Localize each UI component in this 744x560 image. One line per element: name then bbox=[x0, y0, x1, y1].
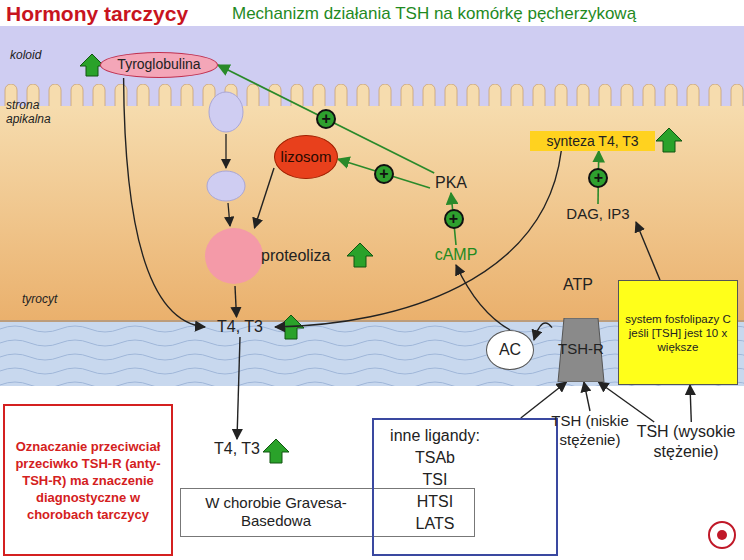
ligand-box: inne ligandy:TSAbTSIHTSILATS bbox=[372, 418, 558, 556]
activation-arrow bbox=[338, 159, 430, 188]
node-label: Tyroglobulina bbox=[101, 53, 217, 76]
node-label: DAG, IP3 bbox=[560, 204, 636, 224]
flow-arrow bbox=[237, 337, 240, 439]
node-label: TSH (wysokie stężenie) bbox=[633, 422, 739, 462]
vesicle-arrow bbox=[228, 203, 230, 226]
flow-arrow bbox=[636, 222, 660, 280]
node-item: TSI bbox=[374, 469, 496, 491]
flow-arrow bbox=[456, 265, 510, 330]
text-wrap: Oznaczanie przeciwciał przeciwko TSH-R (… bbox=[11, 438, 165, 523]
vesicle bbox=[207, 171, 245, 201]
text-wrap: system fosfolipazy C jeśli [TSH] jest 10… bbox=[622, 312, 734, 354]
text-node: TSH (wysokie stężenie) bbox=[633, 422, 739, 462]
node-label: W chorobie Gravesa-Basedowa bbox=[181, 489, 371, 530]
node-label: PKA bbox=[430, 173, 472, 193]
subtitle: Mechanizm działania TSH na komórkę pęche… bbox=[232, 4, 636, 24]
node-label: T4, T3 bbox=[202, 439, 272, 459]
node-item: HTSI bbox=[374, 491, 496, 513]
node-label: system fosfolipazy C jeśli [TSH] jest 10… bbox=[622, 312, 734, 354]
text-node: T4, T3 bbox=[202, 439, 272, 459]
page-title: Hormony tarczycy bbox=[6, 2, 188, 26]
text-node: DAG, IP3 bbox=[560, 204, 636, 224]
text-node: PKA bbox=[430, 173, 472, 193]
receptor: TSH-R bbox=[552, 318, 610, 382]
plus-sign: + bbox=[444, 209, 464, 229]
plus-sign: + bbox=[316, 109, 336, 129]
flow-arrow bbox=[255, 168, 275, 228]
node-label: AC bbox=[487, 331, 533, 369]
flow-arrow bbox=[124, 78, 205, 327]
flow-arrow bbox=[235, 286, 237, 317]
node-item: TSAb bbox=[374, 447, 496, 469]
vesicle bbox=[209, 92, 243, 132]
region-label: strona apikalna bbox=[6, 98, 66, 126]
plus-sign: + bbox=[588, 168, 608, 188]
node-label: lizosom bbox=[275, 136, 337, 178]
node-label: proteoliza bbox=[261, 246, 330, 266]
vesicle-shape bbox=[205, 228, 263, 284]
process-box: system fosfolipazy C jeśli [TSH] jest 10… bbox=[618, 280, 738, 385]
flow-arrow bbox=[534, 323, 552, 340]
flow-arrow bbox=[584, 382, 590, 411]
ellipse-node: Tyroglobulina bbox=[100, 52, 218, 78]
node-label: inne ligandy: bbox=[374, 425, 496, 447]
university-logo bbox=[709, 522, 735, 548]
text-node: T4, T3 bbox=[205, 317, 275, 337]
enzyme-circle: AC bbox=[486, 330, 534, 370]
region-label: koloid bbox=[10, 48, 41, 62]
node-label: TSH (niskie stężenie) bbox=[548, 411, 632, 449]
increase-arrows bbox=[80, 54, 682, 463]
process-box: synteza T4, T3 bbox=[530, 131, 655, 151]
node-label: synteza T4, T3 bbox=[533, 132, 652, 150]
node-label: T4, T3 bbox=[205, 317, 275, 337]
vesicle-arrow bbox=[225, 134, 226, 168]
region-label: tyrocyt bbox=[22, 292, 57, 306]
vesicle-node: proteoliza bbox=[205, 228, 355, 286]
node-label: Oznaczanie przeciwciał przeciwko TSH-R (… bbox=[11, 438, 165, 523]
text-node: ATP bbox=[556, 275, 600, 295]
node-label: TSH-R bbox=[552, 318, 610, 380]
text-node: cAMP bbox=[428, 245, 484, 265]
text-node: TSH (niskie stężenie) bbox=[548, 411, 632, 449]
lysosome: lizosom bbox=[274, 135, 338, 179]
node-item: LATS bbox=[374, 513, 496, 535]
node-label: cAMP bbox=[428, 245, 484, 265]
note-box: Oznaczanie przeciwciał przeciwko TSH-R (… bbox=[3, 404, 173, 556]
node-label: ATP bbox=[556, 275, 600, 295]
plus-sign: + bbox=[374, 164, 394, 184]
flow-arrow bbox=[690, 385, 691, 422]
